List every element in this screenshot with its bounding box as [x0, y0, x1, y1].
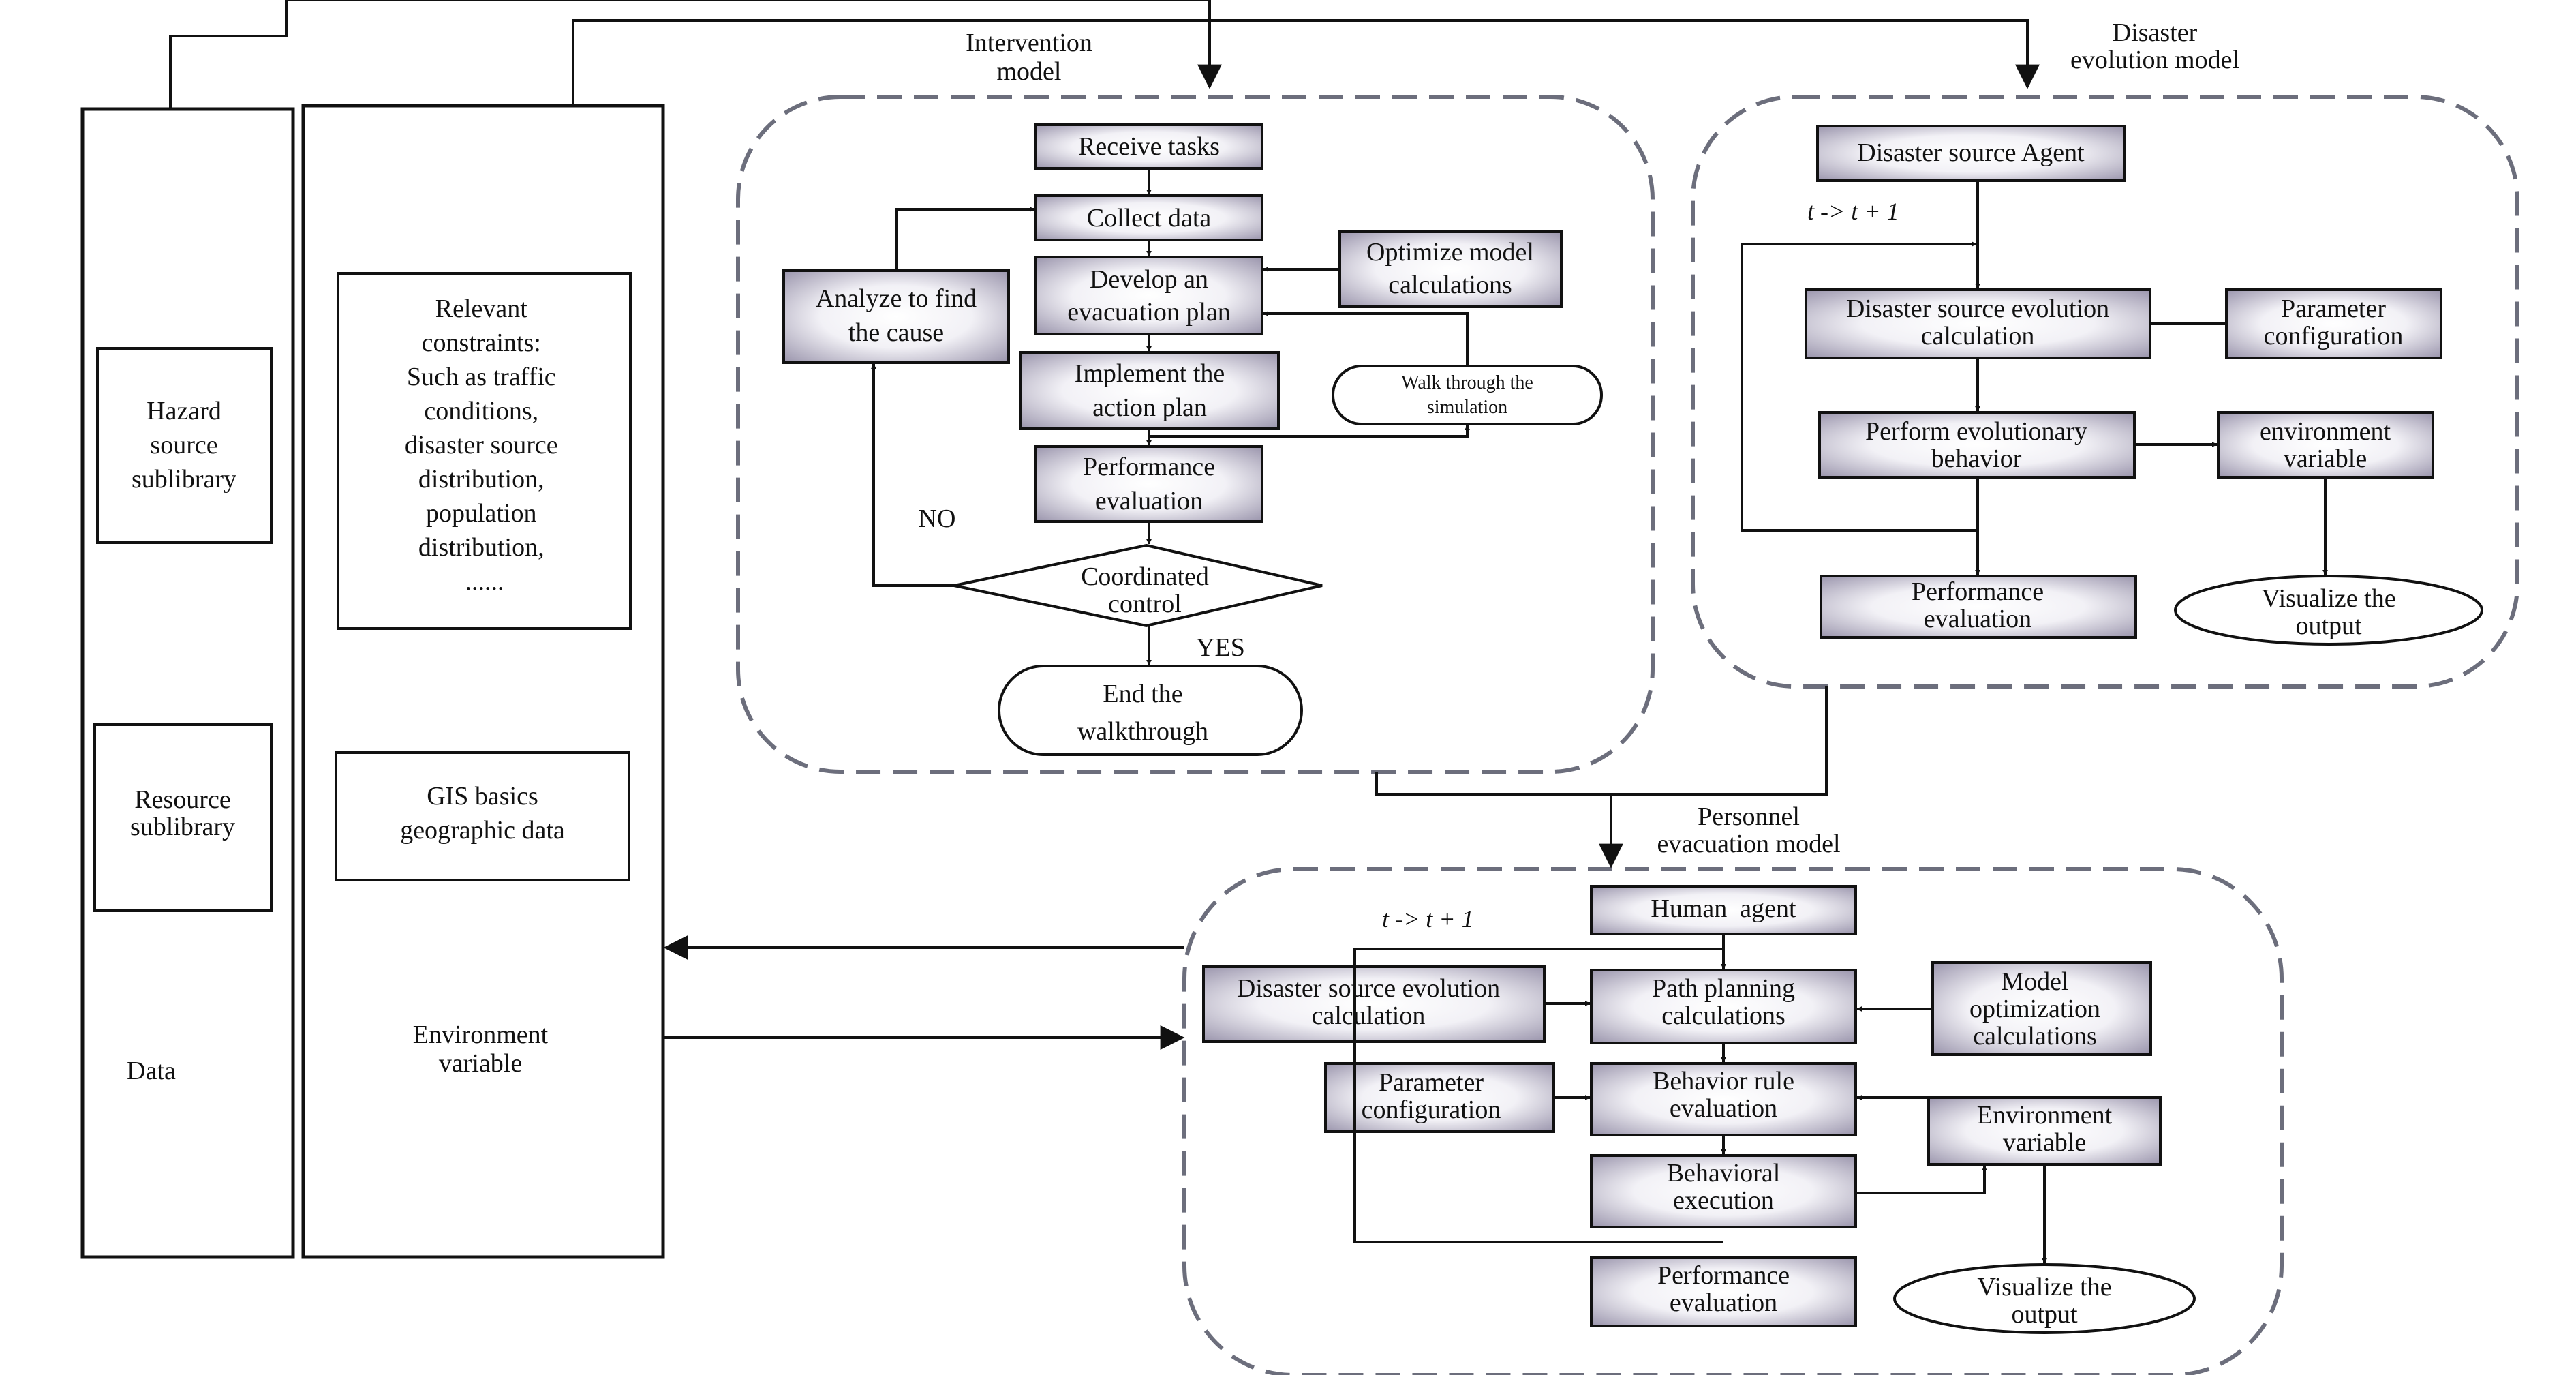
no-label: NO — [919, 504, 956, 533]
performance-to-walk-arrow — [1149, 425, 1470, 438]
data-column — [80, 107, 295, 1259]
constraints-box: Relevant constraints: Such as traffic co… — [337, 272, 632, 630]
receive-tasks-node: Receive tasks — [1034, 123, 1263, 170]
control-no-to-analyze-arrow — [871, 363, 954, 587]
svg-text:Collect data: Collect data — [1087, 204, 1212, 232]
constraints-label: Relevant constraints: Such as traffic co… — [405, 294, 564, 596]
disaster-loop-arrow — [1741, 241, 1978, 532]
data-label: Data — [127, 1057, 176, 1085]
env-to-intervention-line — [572, 19, 2040, 106]
intervention-model-container — [736, 95, 1655, 774]
svg-text:Disaster source Agent: Disaster source Agent — [1857, 138, 2085, 167]
personnel-model-container — [1182, 867, 2284, 1375]
disaster-time-step: t -> t + 1 — [1807, 198, 1899, 225]
intervention-to-personnel-line — [1375, 772, 1611, 796]
disaster-agent-node: Disaster source Agent — [1816, 125, 2126, 182]
svg-text:Human agent: Human agent — [1651, 894, 1796, 923]
human-agent-node: Human agent — [1590, 885, 1857, 935]
data-to-disaster-line — [169, 0, 1222, 109]
execution-to-env-arrow — [1856, 1165, 1987, 1194]
svg-text:Receive tasks: Receive tasks — [1078, 132, 1220, 161]
yes-label: YES — [1196, 633, 1245, 662]
analyze-to-collect-arrow — [895, 207, 1035, 271]
disaster-model-container — [1691, 95, 2519, 689]
collect-data-node: Collect data — [1034, 194, 1263, 241]
disaster-to-personnel-line — [1611, 686, 1828, 796]
personnel-time-step: t -> t + 1 — [1382, 905, 1474, 933]
walk-to-develop-arrow — [1263, 311, 1469, 366]
